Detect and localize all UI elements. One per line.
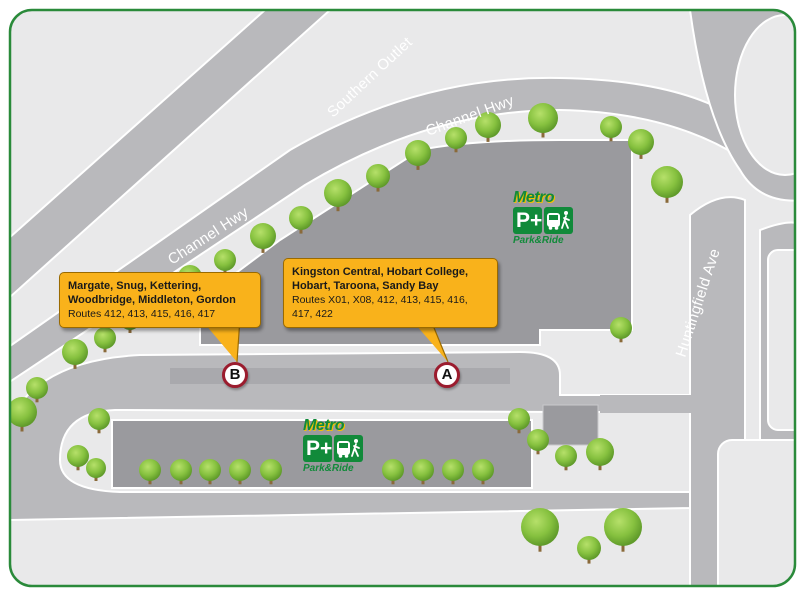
connector-road [600,395,695,413]
tree [442,459,464,485]
tree [170,459,192,485]
block-east [767,249,795,431]
stop-a-destinations: Kingston Central, Hobart College, Hobart… [292,266,469,292]
block-southeast [717,439,795,586]
metro-brand: Metro [303,417,345,434]
tree [600,116,622,142]
park-and-ride-subtitle: Park&Ride [303,463,354,474]
tree [475,112,501,142]
bus-bay [170,368,510,384]
tree [139,459,161,485]
stop-b-destinations: Margate, Snug, Kettering, Woodbridge, Mi… [68,280,236,306]
tree [88,408,110,434]
callout-stop-b: Margate, Snug, Kettering, Woodbridge, Mi… [59,272,261,328]
parking-label: P+ [516,209,543,232]
tree [26,377,48,403]
stop-a-routes: Routes X01, X08, 412, 413, 415, 416, 417… [292,294,468,320]
tree [229,459,251,485]
tree [604,508,642,552]
tree [214,249,236,275]
bus-walk-icon [334,435,363,462]
park-and-ride-logo-lower: Metro P+ Park&Ride [303,418,365,478]
parking-label: P+ [306,437,333,460]
tree [289,206,313,234]
bus-walk-icon [544,207,573,234]
metro-brand: Metro [513,189,555,206]
southern-outlet-road [10,10,333,318]
tree [610,317,632,343]
tree [366,164,390,192]
tree [94,327,116,353]
stop-marker-b[interactable]: B [222,362,248,388]
tree [62,339,88,369]
tree [577,536,601,564]
tree [651,166,683,203]
shelter-building [542,404,599,446]
tree [521,508,559,552]
tree [508,408,530,434]
tree [199,459,221,485]
parking-plus-icon: P+ [513,207,542,234]
tree [528,103,558,138]
tree [405,140,431,170]
tree [412,459,434,485]
tree [324,179,352,212]
tree [586,438,614,471]
tree [260,459,282,485]
tree [250,223,276,253]
tree [86,458,106,481]
map-frame [8,8,797,588]
parking-plus-icon: P+ [303,435,332,462]
callout-stop-a: Kingston Central, Hobart College, Hobart… [283,258,498,328]
tree [445,127,467,153]
tree [67,445,89,471]
stop-b-routes: Routes 412, 413, 415, 416, 417 [68,308,216,320]
tree [628,129,654,159]
park-and-ride-logo-upper: Metro P+ Park&Ride [513,190,575,250]
tree [382,459,404,485]
tree [555,445,577,471]
park-and-ride-subtitle: Park&Ride [513,235,564,246]
tree [527,429,549,455]
tree [472,459,494,485]
stop-marker-a[interactable]: A [434,362,460,388]
tree [10,397,37,432]
